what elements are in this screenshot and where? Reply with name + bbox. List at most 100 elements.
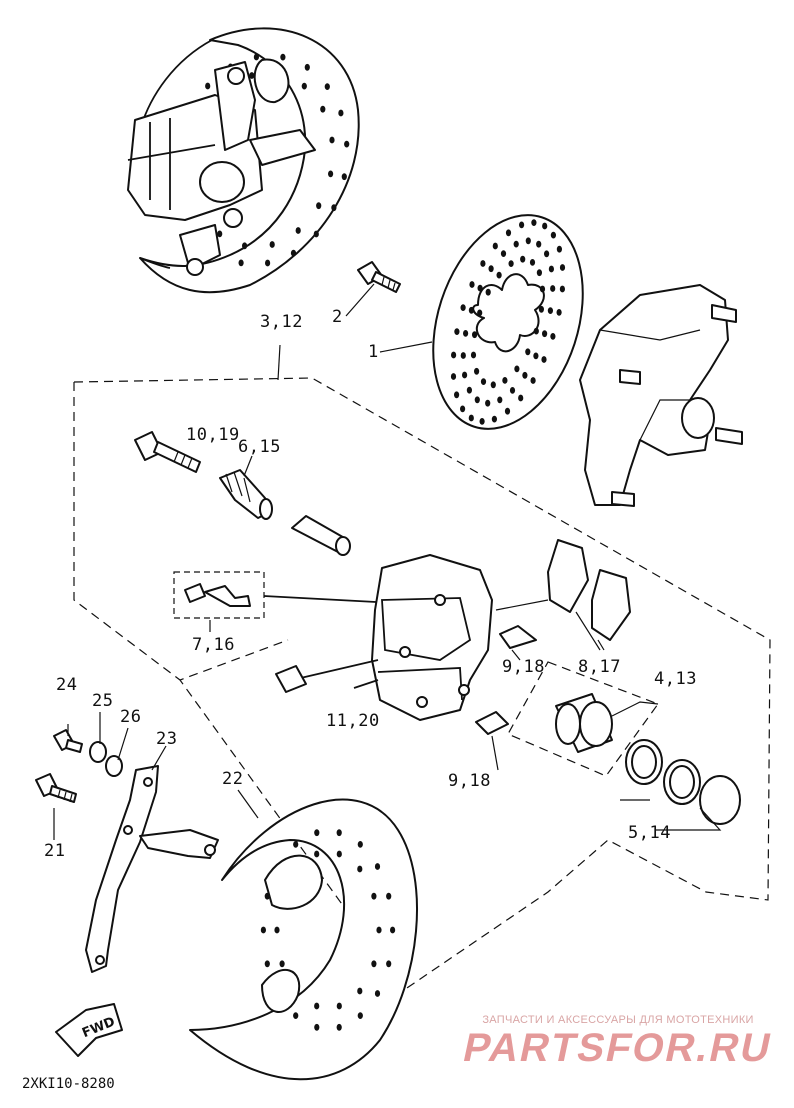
bleed-screw-part-7-16 bbox=[173, 571, 377, 619]
vent-hole bbox=[518, 394, 524, 402]
watermark: ЗАПЧАСТИ И АКСЕССУАРЫ ДЛЯ МОТОТЕХНИКИ PA… bbox=[459, 1014, 776, 1070]
vent-hole bbox=[544, 250, 550, 258]
vent-hole bbox=[529, 259, 536, 266]
callout-4-13: 4,13 bbox=[654, 669, 697, 689]
vent-hole bbox=[556, 245, 563, 253]
vent-hole bbox=[331, 204, 337, 212]
vent-hole bbox=[314, 1002, 320, 1010]
vent-hole bbox=[536, 240, 542, 248]
vent-hole bbox=[480, 260, 486, 267]
vent-hole bbox=[500, 250, 507, 257]
callout-8-17: 8,17 bbox=[578, 657, 621, 677]
forward-direction-arrow: FWD bbox=[55, 1003, 123, 1057]
vent-hole bbox=[514, 365, 520, 373]
vent-hole bbox=[314, 1023, 320, 1031]
vent-hole bbox=[490, 381, 496, 389]
callout-3-12: 3,12 bbox=[260, 312, 303, 332]
vent-hole bbox=[504, 407, 511, 415]
vent-hole bbox=[314, 829, 320, 837]
vent-hole bbox=[249, 72, 255, 79]
vent-hole bbox=[279, 960, 285, 968]
bolt-part-2 bbox=[357, 261, 401, 293]
vent-hole bbox=[542, 330, 548, 338]
vent-hole bbox=[329, 136, 335, 144]
vent-hole bbox=[320, 105, 326, 113]
vent-hole bbox=[390, 926, 396, 934]
vent-hole bbox=[479, 418, 485, 425]
vent-hole bbox=[472, 331, 478, 339]
callout-9-18-upper: 9,18 bbox=[502, 657, 545, 677]
callout-1: 1 bbox=[368, 342, 379, 362]
vent-hole bbox=[513, 240, 519, 248]
callout-24: 24 bbox=[56, 675, 77, 695]
vent-hole bbox=[242, 242, 248, 250]
vent-hole bbox=[274, 926, 280, 934]
vent-hole bbox=[460, 405, 466, 413]
vent-hole bbox=[488, 265, 494, 273]
vent-hole bbox=[477, 309, 483, 317]
vent-hole bbox=[376, 926, 382, 934]
assembled-disc-caliper bbox=[127, 27, 360, 294]
vent-hole bbox=[539, 285, 546, 293]
vent-hole bbox=[497, 396, 503, 404]
vent-hole bbox=[253, 53, 259, 61]
vent-hole bbox=[469, 281, 475, 288]
vent-hole bbox=[477, 284, 483, 292]
vent-hole bbox=[541, 356, 547, 363]
vent-hole bbox=[454, 391, 460, 399]
vent-hole bbox=[293, 841, 299, 848]
vent-hole bbox=[525, 237, 531, 245]
vent-hole bbox=[386, 960, 392, 968]
vent-hole bbox=[336, 850, 342, 858]
vent-hole bbox=[533, 327, 539, 335]
callout-9-18-lower: 9,18 bbox=[448, 771, 491, 791]
bolt-part-10-19 bbox=[134, 431, 201, 473]
vent-hole bbox=[371, 960, 377, 968]
vent-hole bbox=[357, 1012, 363, 1019]
vent-hole bbox=[474, 367, 480, 375]
slide-pin-sleeve bbox=[291, 515, 351, 556]
vent-hole bbox=[341, 173, 347, 181]
vent-hole bbox=[313, 230, 319, 238]
fasteners-part-21-24-25-26 bbox=[35, 712, 129, 840]
vent-hole bbox=[505, 229, 512, 237]
vent-hole bbox=[466, 386, 472, 394]
vent-hole bbox=[533, 352, 539, 360]
vent-hole bbox=[205, 82, 211, 90]
vent-hole bbox=[462, 371, 468, 379]
vent-hole bbox=[538, 305, 545, 313]
callout-25: 25 bbox=[92, 691, 113, 711]
callout-23: 23 bbox=[156, 729, 177, 749]
disc-cover-part-22 bbox=[189, 789, 418, 1081]
vent-hole bbox=[492, 242, 498, 250]
vent-hole bbox=[451, 351, 457, 359]
caliper-body bbox=[291, 554, 493, 721]
vent-hole bbox=[559, 285, 566, 293]
vent-hole bbox=[344, 140, 350, 148]
vent-hole bbox=[304, 63, 310, 71]
vent-hole bbox=[550, 231, 557, 239]
piston-seals-part-5-14 bbox=[620, 739, 741, 831]
vent-hole bbox=[336, 1023, 342, 1031]
bracket-part-23 bbox=[85, 745, 219, 973]
vent-hole bbox=[386, 892, 392, 900]
vent-hole bbox=[509, 387, 516, 394]
vent-hole bbox=[508, 260, 514, 267]
vent-hole bbox=[314, 850, 320, 858]
vent-hole bbox=[217, 230, 223, 238]
vent-hole bbox=[328, 170, 334, 178]
vent-hole bbox=[485, 399, 491, 407]
vent-hole bbox=[460, 352, 466, 359]
vent-hole bbox=[536, 269, 543, 277]
vent-hole bbox=[357, 865, 363, 873]
vent-hole bbox=[371, 892, 377, 900]
vent-hole bbox=[474, 396, 480, 404]
vent-hole bbox=[522, 371, 528, 379]
vent-hole bbox=[269, 241, 275, 248]
vent-hole bbox=[264, 960, 270, 968]
callout-21: 21 bbox=[44, 841, 65, 861]
brake-pads-part-8-17 bbox=[495, 539, 631, 651]
vent-hole bbox=[338, 109, 344, 117]
